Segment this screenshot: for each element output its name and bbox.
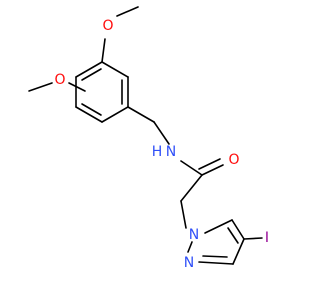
bond-ring-c xyxy=(101,106,129,123)
bond-ring-f-double xyxy=(81,68,102,81)
bond-o-top-ring xyxy=(101,38,106,63)
bond-c3-n2-double xyxy=(202,255,228,258)
atom-iodine: I xyxy=(265,230,269,246)
molecule-diagram: O O N H O N N I xyxy=(28,6,270,271)
bond-ring-f xyxy=(75,61,103,78)
bond-ch2-n xyxy=(153,121,170,145)
bond-c4-iodine xyxy=(243,237,263,240)
bond-o-left-ring xyxy=(68,82,86,92)
bond-c4-c3 xyxy=(232,238,245,265)
atom-o-carbonyl: O xyxy=(228,152,239,168)
bond-methyl-o-left xyxy=(28,82,53,92)
atom-n-amide: N xyxy=(166,144,176,160)
atom-o-methoxy-left: O xyxy=(54,72,65,88)
bond-carbonyl-c-ch2 xyxy=(180,174,203,202)
bond-n2-n1 xyxy=(187,241,193,253)
bond-carbonyl-c-o xyxy=(201,164,224,176)
bond-n1-c5 xyxy=(204,219,233,234)
atom-h-amide: H xyxy=(152,144,163,160)
atom-o-methoxy-top: O xyxy=(102,18,113,34)
bond-n-carbonyl-c xyxy=(180,160,203,176)
bond-ring-ch2 xyxy=(127,106,155,123)
bond-c5-c4 xyxy=(231,219,245,240)
bond-ring-d-double xyxy=(81,103,102,116)
bond-ch2-pyrazole-n1 xyxy=(180,200,187,229)
bond-c5-c4-double xyxy=(227,227,239,244)
bond-carbonyl-c-o-double xyxy=(198,158,221,170)
molecule-svg: O O N H O N N I xyxy=(28,6,269,271)
atom-n2-pyrazole: N xyxy=(184,255,194,271)
atom-n1-pyrazole: N xyxy=(189,227,199,243)
bond-methyl-o-top xyxy=(116,6,139,17)
bond-ring-d xyxy=(75,106,103,123)
bond-ring-a xyxy=(101,61,129,78)
bond-c3-n2 xyxy=(198,261,234,265)
